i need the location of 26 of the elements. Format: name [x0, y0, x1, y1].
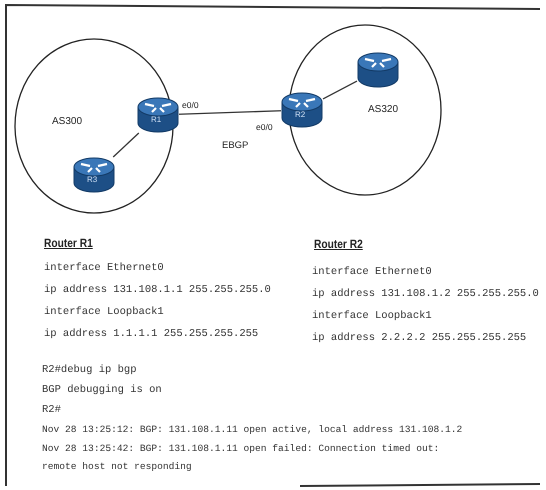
config-line: interface Ethernet0: [312, 266, 432, 278]
config-line: interface Loopback1: [44, 306, 164, 318]
config-line: interface Ethernet0: [44, 262, 164, 274]
config-line: interface Loopback1: [312, 310, 432, 322]
interface-label: e0/0: [182, 100, 199, 110]
router-name: R1: [151, 115, 162, 124]
config-line: ip address 1.1.1.1 255.255.255.255: [44, 328, 258, 340]
config-line: ip address 131.108.1.1 255.255.255.0: [44, 284, 271, 296]
console-line: R2#: [42, 404, 61, 416]
router-name: R2: [295, 110, 306, 119]
as-label: AS320: [368, 104, 398, 115]
router-heading: Router R1: [44, 236, 93, 250]
as-label: AS300: [52, 116, 82, 127]
config-line: ip address 131.108.1.2 255.255.255.0: [312, 288, 539, 300]
console-line: BGP debugging is on: [42, 384, 162, 396]
router-name: R3: [87, 175, 98, 184]
link-line: [178, 110, 282, 115]
interface-label: e0/0: [256, 122, 273, 132]
console-line: Nov 28 13:25:12: BGP: 131.108.1.11 open active, local address 131.108.1.2: [42, 424, 462, 435]
link-line: [112, 132, 140, 158]
console-line: R2#debug ip bgp: [42, 364, 137, 376]
edge-label: EBGP: [222, 140, 248, 151]
console-line: Nov 28 13:25:42: BGP: 131.108.1.11 open failed: Connection timed out: remote host not responding: [42, 442, 440, 474]
router-heading: Router R2: [314, 237, 363, 251]
link-line: [322, 80, 358, 100]
config-line: ip address 2.2.2.2 255.255.255.255: [312, 332, 526, 344]
